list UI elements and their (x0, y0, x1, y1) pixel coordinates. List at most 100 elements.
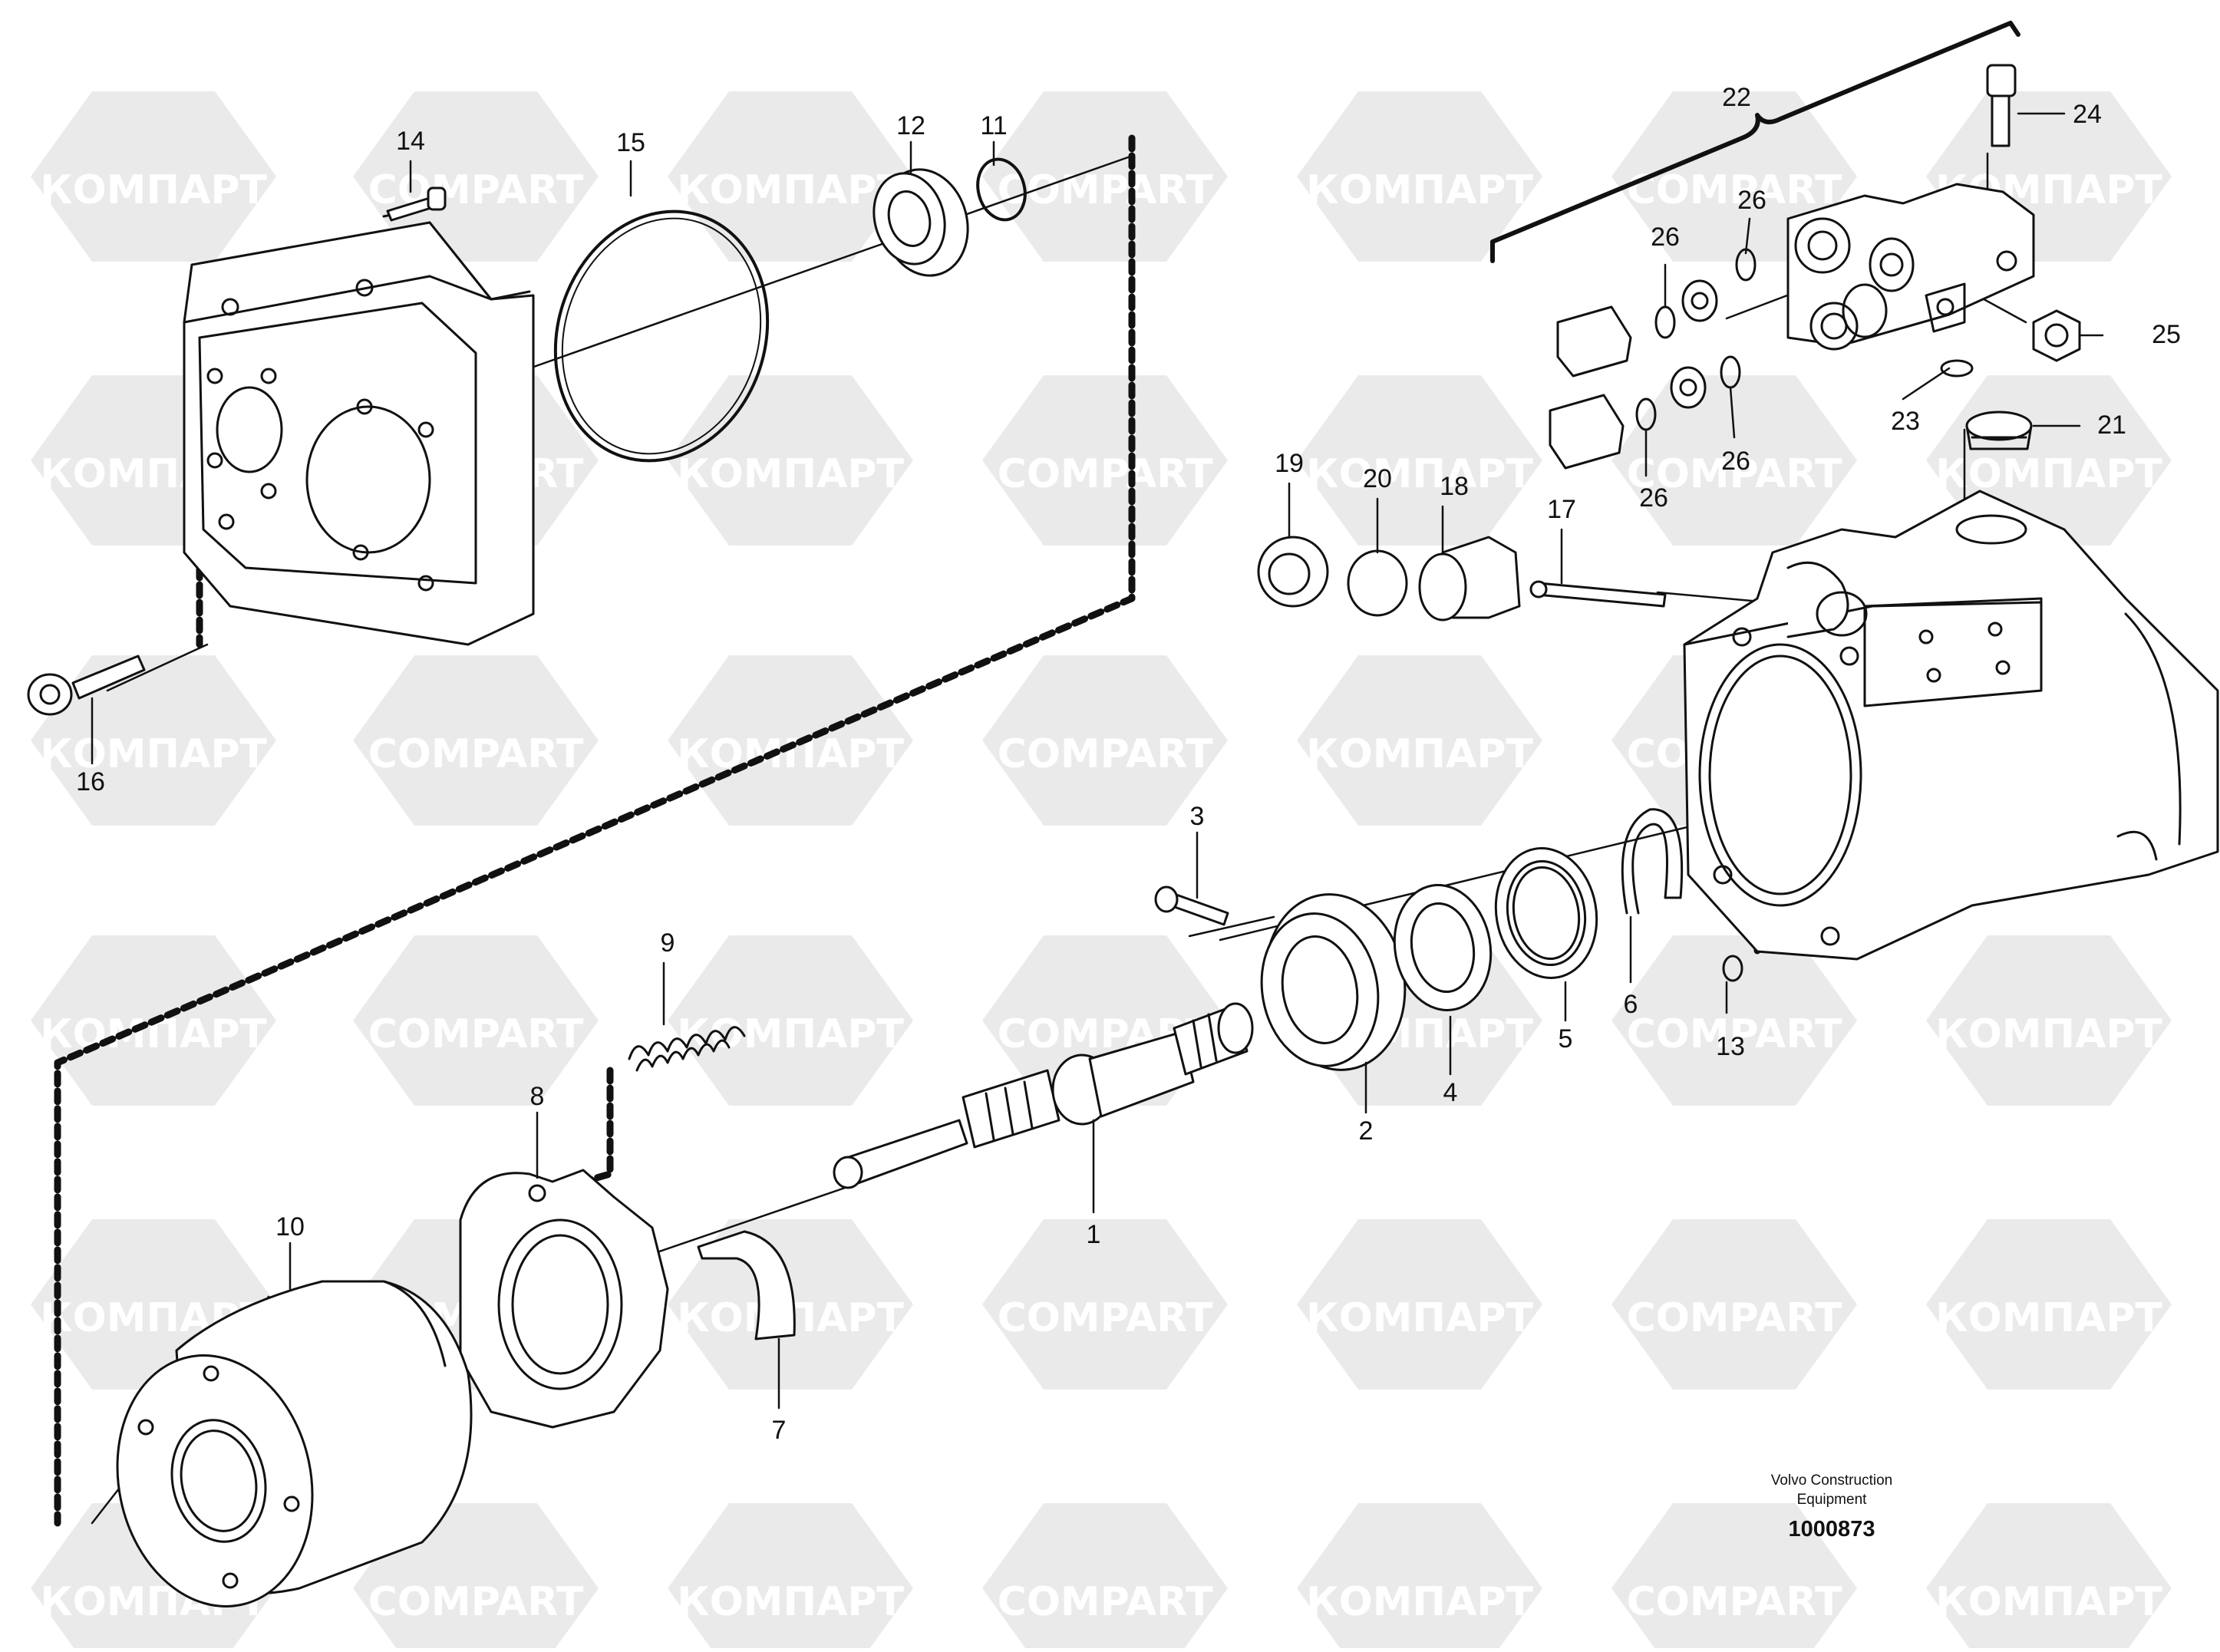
watermark-logo-shape (1297, 1503, 1542, 1652)
watermark-logo-shape (353, 91, 599, 262)
bolt-part-16 (27, 655, 146, 716)
watermark-logo-shape (1926, 1503, 2172, 1652)
leader-lines (91, 112, 2104, 1410)
seal-part-4 (1393, 884, 1493, 1011)
screw-part-3 (1154, 885, 1229, 926)
main-pump-housing (1683, 490, 2219, 961)
clip-part-7 (697, 1230, 796, 1340)
watermark-logo-shape (1926, 935, 2172, 1106)
callout-19: 19 (1275, 449, 1304, 478)
watermark-logo-shape (982, 1219, 1228, 1390)
callout-21: 21 (2097, 411, 2126, 440)
watermark-text: КОМПАРТ (1306, 167, 1533, 213)
watermark-text: COMPART (368, 1011, 584, 1057)
watermark-logo-shape (1611, 1219, 1857, 1390)
watermark-text: COMPART (1627, 451, 1842, 497)
o-ring-part-23 (1940, 359, 1974, 378)
watermark-text: КОМПАРТ (1935, 1011, 2162, 1057)
watermark-logo-shape (31, 91, 276, 262)
callout-24: 24 (2073, 100, 2102, 129)
watermark-text: КОМПАРТ (677, 451, 904, 497)
watermark-logo-shape (1611, 935, 1857, 1106)
watermark-logo-shape (982, 1503, 1228, 1652)
watermark-text: КОМПАРТ (1935, 1295, 2162, 1341)
drawing-number: 1000873 (1789, 1517, 1875, 1542)
circlip-part-6 (1621, 808, 1684, 915)
watermark-text: КОМПАРТ (1306, 1295, 1533, 1341)
callout-6: 6 (1624, 990, 1638, 1019)
watermark-text: КОМПАРТ (40, 731, 267, 777)
callout-9: 9 (661, 928, 675, 958)
watermark-text: КОМПАРТ (1306, 731, 1533, 777)
watermark-logo-shape (1297, 375, 1542, 546)
watermark-logo-shape (668, 91, 913, 262)
group-brace-22 (1490, 21, 2020, 263)
watermark-logo-shape (668, 1503, 913, 1652)
watermark-text: COMPART (368, 731, 584, 777)
o-ring-part-15 (553, 209, 770, 463)
watermark-logo-shape (1297, 655, 1542, 826)
plug-part-21 (1965, 411, 2033, 450)
watermark-text: КОМПАРТ (1935, 451, 2162, 497)
watermark-text: COMPART (1627, 1011, 1842, 1057)
callout-1: 1 (1087, 1220, 1101, 1249)
screw-part-14 (382, 186, 447, 222)
watermark-text: КОМПАРТ (677, 1579, 904, 1625)
plug-part-25 (2032, 309, 2081, 362)
watermark-logo-shape (668, 375, 913, 546)
screw-part-24 (1986, 64, 2017, 147)
callout-13: 13 (1716, 1032, 1745, 1061)
watermark-logo-shape (982, 91, 1228, 262)
watermark-logo-shape (1926, 1219, 2172, 1390)
callout-23: 23 (1891, 407, 1920, 436)
watermark-logo-shape (353, 655, 599, 826)
callout-26-a: 26 (1651, 223, 1680, 252)
callout-20: 20 (1363, 464, 1392, 493)
watermark-logo-shape (353, 935, 599, 1106)
callout-2: 2 (1359, 1116, 1374, 1146)
callout-5: 5 (1559, 1024, 1573, 1054)
watermark-logo-shape (982, 375, 1228, 546)
callout-26-c: 26 (1639, 483, 1668, 513)
callout-14: 14 (396, 127, 425, 156)
caps-seals-part-26 (1549, 248, 1757, 470)
watermark-text: COMPART (1627, 1579, 1842, 1625)
watermark-logo-shape (1297, 91, 1542, 262)
watermark-text: КОМПАРТ (677, 167, 904, 213)
callout-11: 11 (980, 111, 1007, 140)
callout-3: 3 (1190, 802, 1205, 831)
cylinder-block-part-10 (116, 1280, 473, 1607)
watermark-text: COMPART (368, 1579, 584, 1625)
callout-18: 18 (1440, 472, 1469, 501)
watermark-logo-shape (1611, 1503, 1857, 1652)
bearing-part-2 (1260, 893, 1407, 1071)
watermark-text: COMPART (998, 1579, 1213, 1625)
watermark-text: КОМПАРТ (1306, 1579, 1533, 1625)
watermark-text: COMPART (998, 167, 1213, 213)
o-ring-part-13 (1722, 955, 1743, 982)
watermark-text: COMPART (998, 451, 1213, 497)
seal-part-5 (1494, 847, 1598, 979)
callout-7: 7 (772, 1416, 787, 1445)
watermark-text: КОМПАРТ (1306, 451, 1533, 497)
callout-10: 10 (275, 1212, 305, 1241)
callout-16: 16 (76, 767, 105, 796)
callout-22: 22 (1722, 83, 1751, 112)
watermark-text: COMPART (1627, 1295, 1842, 1341)
brand-line-1: Volvo Construction (1771, 1472, 1892, 1489)
shaft-part-1 (833, 1002, 1254, 1189)
watermark-logo-shape (1297, 1219, 1542, 1390)
valve-parts-17-20 (1257, 536, 1667, 622)
watermark-text: КОМПАРТ (677, 731, 904, 777)
watermark-text: КОМПАРТ (1935, 1579, 2162, 1625)
footer-block: Volvo Construction Equipment 1000873 (1771, 1472, 1892, 1542)
callout-numbers: 1 2 3 4 5 6 7 8 9 10 11 12 13 14 15 16 1… (76, 83, 2181, 1445)
bearing-part-12 (872, 168, 969, 277)
cover-housing (183, 221, 535, 646)
watermark-logo-shape (1611, 375, 1857, 546)
callout-26-d: 26 (1721, 447, 1750, 476)
watermark-text: COMPART (998, 1295, 1213, 1341)
watermark-logo-shape (668, 655, 913, 826)
callout-8: 8 (530, 1082, 545, 1111)
